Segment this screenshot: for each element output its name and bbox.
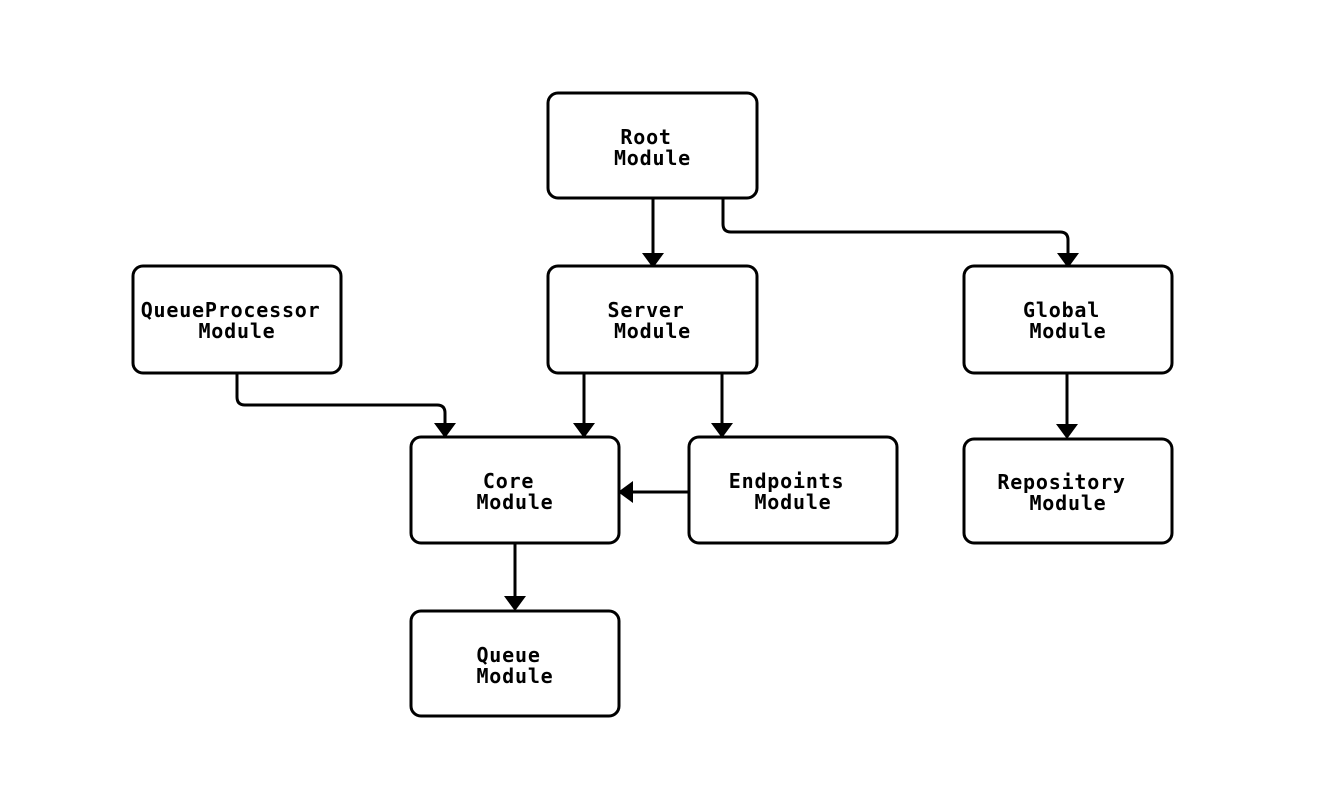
node-label-line2: Module xyxy=(476,490,553,514)
node-label-line1: QueueProcessor xyxy=(141,298,321,322)
node-global-module: Global Module xyxy=(962,264,1174,375)
arrowhead-down-icon xyxy=(504,596,526,611)
node-queueprocessor-module-box xyxy=(131,264,343,375)
edge-global-to-repository xyxy=(1056,373,1078,439)
node-label-line2: Module xyxy=(1029,319,1106,343)
node-label-line2: Module xyxy=(754,490,831,514)
node-queueprocessor-module: QueueProcessor Module xyxy=(131,264,343,375)
node-label-line2: Module xyxy=(198,319,275,343)
node-label-line1: Queue xyxy=(476,643,540,667)
node-queueprocessor-module-label: QueueProcessor Module xyxy=(141,298,334,343)
edge-endpoints-to-core xyxy=(618,481,689,503)
arrowhead-down-icon xyxy=(434,423,456,438)
edge-server-to-endpoints xyxy=(711,373,733,438)
node-global-module-label: Global Module xyxy=(1023,298,1113,343)
arrowhead-left-icon xyxy=(618,481,633,503)
edge-line xyxy=(235,373,447,424)
node-queue-module-box xyxy=(409,609,621,718)
node-label-line1: Repository xyxy=(997,470,1125,494)
arrowhead-down-icon xyxy=(573,423,595,438)
node-repository-module-box xyxy=(962,437,1174,545)
node-repository-module: Repository Module xyxy=(962,437,1174,545)
arrowhead-down-icon xyxy=(1056,424,1078,439)
node-repository-module-label: Repository Module xyxy=(997,470,1138,515)
node-core-module-box xyxy=(409,435,621,545)
node-label-line1: Server xyxy=(608,298,685,322)
node-server-module: Server Module xyxy=(546,264,759,375)
node-label-line2: Module xyxy=(614,319,691,343)
node-endpoints-module-box xyxy=(687,435,899,545)
node-label-line1: Global xyxy=(1023,298,1100,322)
node-core-module: Core Module xyxy=(409,435,621,545)
node-label-line1: Core xyxy=(483,469,534,493)
edge-core-to-queue xyxy=(504,544,526,611)
node-queue-module-label: Queue Module xyxy=(476,643,553,688)
node-server-module-box xyxy=(546,264,759,375)
node-core-module-label: Core Module xyxy=(476,469,553,514)
node-endpoints-module-label: Endpoints Module xyxy=(729,469,857,514)
edge-server-to-core xyxy=(573,373,595,438)
edge-queueprocessor-to-core xyxy=(235,373,456,438)
node-root-module-box xyxy=(546,91,759,200)
arrowhead-down-icon xyxy=(1057,253,1079,268)
arrowhead-down-icon xyxy=(642,253,664,268)
edge-root-to-server xyxy=(642,198,664,268)
node-label-line2: Module xyxy=(614,146,691,170)
node-queue-module: Queue Module xyxy=(409,609,621,718)
node-label-line1: Endpoints xyxy=(729,469,845,493)
node-label-line2: Module xyxy=(476,664,553,688)
edge-line xyxy=(721,198,1070,254)
node-label-line1: Root xyxy=(620,125,671,149)
node-endpoints-module: Endpoints Module xyxy=(687,435,899,545)
node-root-module: Root Module xyxy=(546,91,759,200)
arrowhead-down-icon xyxy=(711,423,733,438)
node-label-line2: Module xyxy=(1029,491,1106,515)
edge-root-to-global xyxy=(721,198,1079,268)
node-server-module-label: Server Module xyxy=(608,298,698,343)
node-global-module-box xyxy=(962,264,1174,375)
node-root-module-label: Root Module xyxy=(614,125,691,170)
